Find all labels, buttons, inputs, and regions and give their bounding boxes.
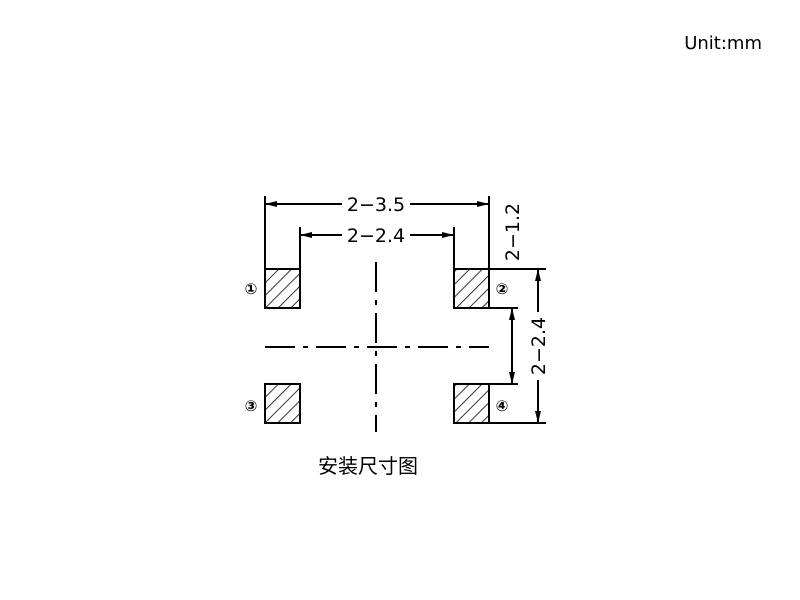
pad-4 (453, 383, 490, 424)
drawing-caption: 安装尺寸图 (318, 454, 418, 478)
pad-2 (453, 268, 490, 309)
pad-3 (264, 383, 301, 424)
pin-label-4: ④ (496, 397, 509, 415)
unit-label: Unit:mm (684, 33, 762, 54)
pin-label-3: ③ (245, 397, 258, 415)
dim-inner-width: 2−2.4 (347, 225, 405, 247)
pad-1 (264, 268, 301, 309)
pin-label-2: ② (496, 280, 509, 298)
dim-outer-height: 2−2.4 (528, 317, 550, 375)
dim-outer-width: 2−3.5 (347, 194, 405, 216)
pin-label-1: ① (245, 280, 258, 298)
dim-pad-height: 2−1.2 (502, 203, 524, 261)
